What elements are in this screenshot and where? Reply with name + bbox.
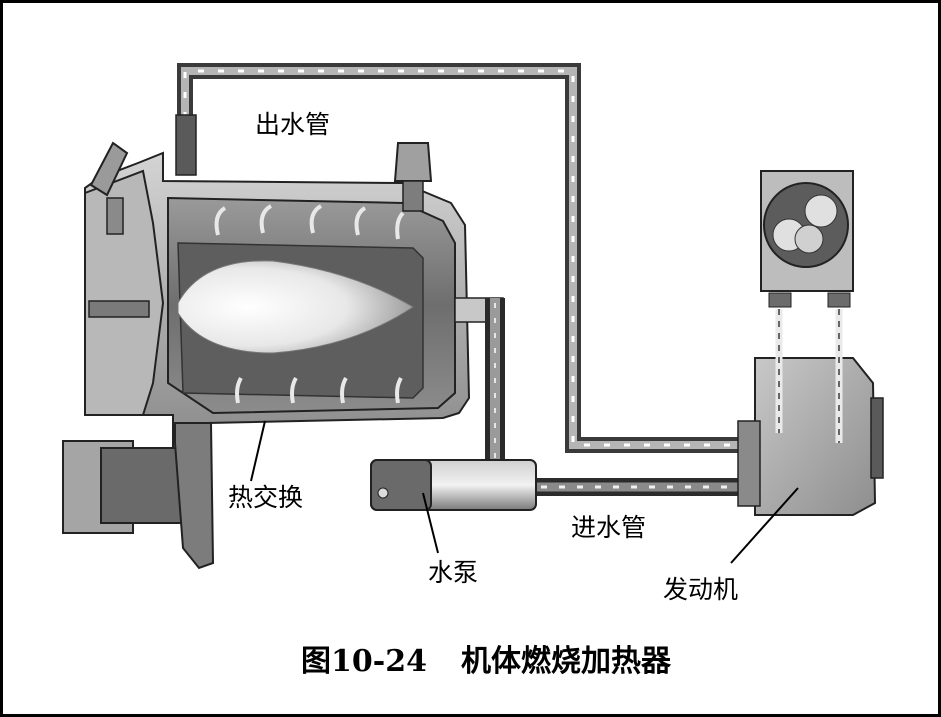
heater-diagram: 出水管 热交换 水泵 进水管 发动机 图10-24 机体燃烧加热器 <box>62 63 884 679</box>
label-inlet-pipe: 进水管 <box>571 513 646 542</box>
leader-lines <box>250 420 799 564</box>
caption-title: 机体燃烧加热器 <box>461 644 672 679</box>
label-water-pump: 水泵 <box>428 558 478 587</box>
caption-number: 图10-24 <box>301 644 427 679</box>
label-heat-exchanger: 热交换 <box>228 483 303 512</box>
engine <box>737 357 884 516</box>
outlet-pipe <box>177 63 841 453</box>
water-pump <box>370 459 537 511</box>
heater-body <box>62 114 504 570</box>
label-engine: 发动机 <box>663 575 738 604</box>
heater-core <box>760 170 854 443</box>
label-outlet-pipe: 出水管 <box>255 110 330 139</box>
